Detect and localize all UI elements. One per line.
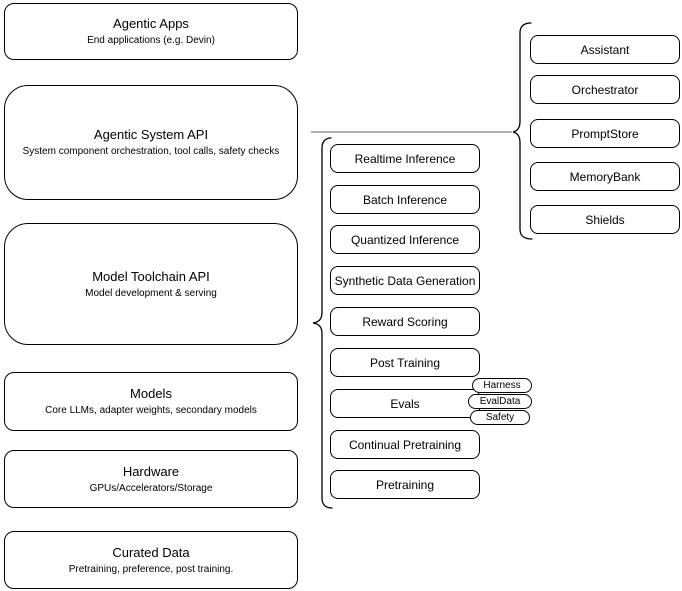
node-model-toolchain-api: Model Toolchain API Model development & … bbox=[4, 223, 298, 345]
node-subtitle: Pretraining, preference, post training. bbox=[68, 563, 234, 575]
component-memorybank: MemoryBank bbox=[530, 162, 680, 191]
node-agentic-system-api: Agentic System API System component orch… bbox=[4, 85, 298, 200]
node-subtitle: End applications (e.g. Devin) bbox=[87, 35, 215, 46]
node-models: Models Core LLMs, adapter weights, secon… bbox=[4, 372, 298, 431]
component-orchestrator: Orchestrator bbox=[530, 75, 680, 104]
node-title: Hardware bbox=[122, 463, 180, 479]
node-subtitle: Core LLMs, adapter weights, secondary mo… bbox=[45, 405, 257, 416]
node-subtitle: Model development & serving bbox=[85, 287, 217, 299]
node-subtitle: GPUs/Accelerators/Storage bbox=[89, 482, 213, 494]
node-agentic-apps: Agentic Apps End applications (e.g. Devi… bbox=[4, 3, 298, 60]
toolchain-item-evals: Evals bbox=[330, 389, 480, 418]
eval-tag-safety: Safety bbox=[470, 410, 530, 425]
node-curated-data: Curated Data Pretraining, preference, po… bbox=[4, 531, 298, 589]
components-group-brace bbox=[512, 22, 533, 240]
component-promptstore: PromptStore bbox=[530, 119, 680, 148]
toolchain-item-pretraining: Pretraining bbox=[330, 470, 480, 499]
toolchain-item-batch-inference: Batch Inference bbox=[330, 185, 480, 214]
node-title: Agentic Apps bbox=[113, 16, 189, 31]
node-title: Curated Data bbox=[112, 544, 190, 560]
node-hardware: Hardware GPUs/Accelerators/Storage bbox=[4, 450, 298, 508]
component-shields: Shields bbox=[530, 205, 680, 234]
node-title: Models bbox=[130, 386, 172, 401]
toolchain-item-quantized-inference: Quantized Inference bbox=[330, 225, 480, 254]
node-subtitle: System component orchestration, tool cal… bbox=[22, 146, 280, 157]
toolchain-item-reward-scoring: Reward Scoring bbox=[330, 307, 480, 336]
eval-tag-harness: Harness bbox=[472, 378, 532, 393]
component-assistant: Assistant bbox=[530, 35, 680, 64]
toolchain-item-synthetic-data-generation: Synthetic Data Generation bbox=[330, 266, 480, 295]
toolchain-item-continual-pretraining: Continual Pretraining bbox=[330, 430, 480, 459]
node-title: Agentic System API bbox=[93, 127, 209, 142]
toolchain-group-brace bbox=[312, 137, 333, 509]
eval-tag-evaldata: EvalData bbox=[468, 394, 532, 409]
toolchain-item-post-training: Post Training bbox=[330, 348, 480, 377]
node-title: Model Toolchain API bbox=[92, 268, 210, 284]
toolchain-item-realtime-inference: Realtime Inference bbox=[330, 144, 480, 173]
